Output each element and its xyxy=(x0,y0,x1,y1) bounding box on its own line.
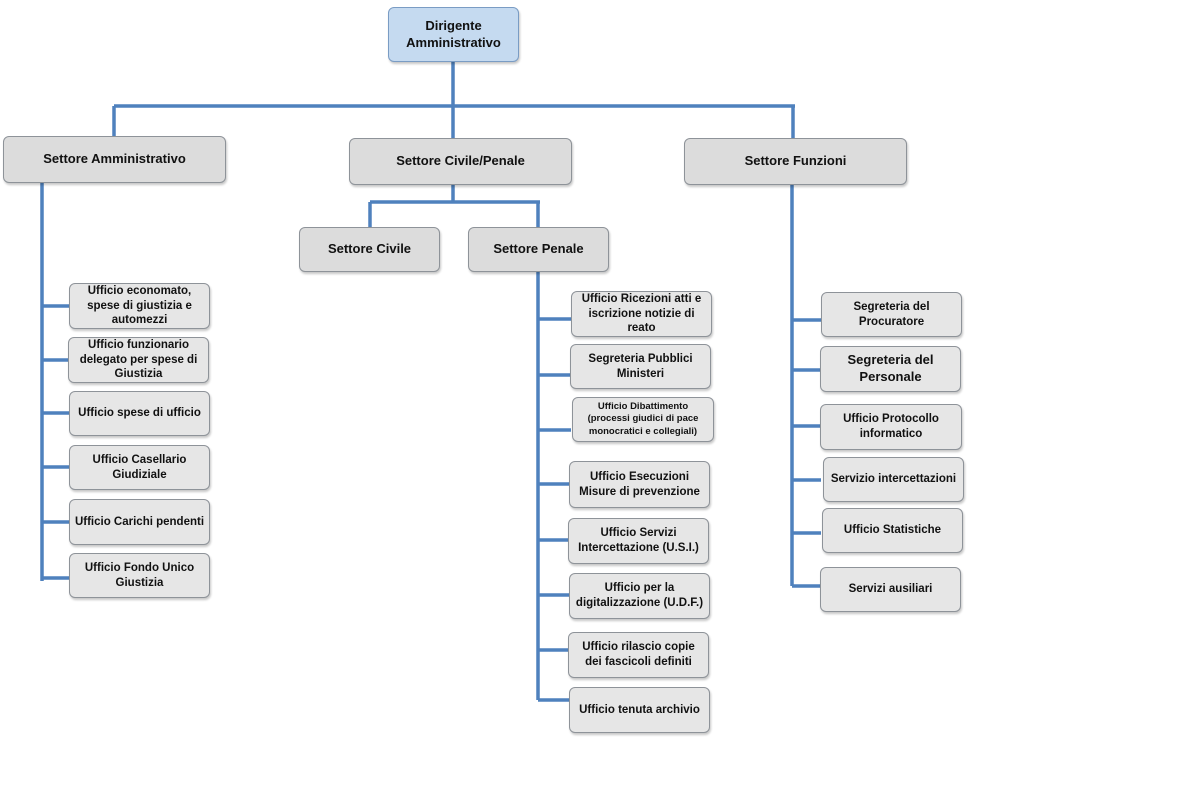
unit-label: Segreteria del Personale xyxy=(847,352,934,384)
unit-box: Ufficio spese di ufficio xyxy=(69,391,210,436)
unit-label: Ufficio Statistiche xyxy=(843,524,942,537)
unit-label: Ufficio Servizi Intercettazione (U.S.I.) xyxy=(578,527,699,554)
unit-box: Ufficio Servizi Intercettazione (U.S.I.) xyxy=(568,518,709,564)
unit-label: Ufficio Casellario Giudiziale xyxy=(92,453,187,481)
settore-civile-label: Settore Civile xyxy=(327,241,412,257)
unit-box: Ufficio per la digitalizzazione (U.D.F.) xyxy=(569,573,710,619)
settore-civile-penale-label: Settore Civile/Penale xyxy=(396,153,525,169)
settore-funzioni-box: Settore Funzioni xyxy=(684,138,907,185)
unit-label: Ufficio Ricezioni atti e iscrizione noti… xyxy=(581,292,702,335)
unit-label: Ufficio Fondo Unico Giustizia xyxy=(84,561,195,589)
unit-box: Ufficio Casellario Giudiziale xyxy=(69,445,210,490)
unit-box: Ufficio economato, spese di giustizia e … xyxy=(69,283,210,329)
unit-box: Ufficio Dibattimento (processi giudici d… xyxy=(572,397,714,442)
settore-amministrativo-box: Settore Amministrativo xyxy=(3,136,226,183)
unit-box: Ufficio Ricezioni atti e iscrizione noti… xyxy=(571,291,712,337)
unit-box: Segreteria del Procuratore xyxy=(821,292,962,337)
dirigente-amministrativo-box: Dirigente Amministrativo xyxy=(388,7,519,62)
unit-box: Ufficio Statistiche xyxy=(822,508,963,553)
unit-label: Ufficio per la digitalizzazione (U.D.F.) xyxy=(575,582,704,609)
unit-label: Ufficio Dibattimento (processi giudici d… xyxy=(587,400,699,437)
unit-box: Servizi ausiliari xyxy=(820,567,961,612)
unit-box: Ufficio Fondo Unico Giustizia xyxy=(69,553,210,598)
unit-box: Ufficio Esecuzioni Misure di prevenzione xyxy=(569,461,710,508)
unit-label: Ufficio economato, spese di giustizia e … xyxy=(87,284,192,327)
settore-amministrativo-label: Settore Amministrativo xyxy=(43,151,186,167)
unit-label: Ufficio funzionario delegato per spese d… xyxy=(79,338,198,381)
settore-penale-label: Settore Penale xyxy=(493,241,584,257)
unit-label: Segreteria Pubblici Ministeri xyxy=(588,352,693,380)
unit-box: Segreteria Pubblici Ministeri xyxy=(570,344,711,389)
dirigente-amministrativo-label: Dirigente Amministrativo xyxy=(406,17,501,50)
unit-label: Servizi ausiliari xyxy=(848,583,933,596)
unit-box: Segreteria del Personale xyxy=(820,346,961,392)
unit-box: Ufficio Protocollo informatico xyxy=(820,404,962,450)
unit-label: Ufficio Esecuzioni Misure di prevenzione xyxy=(579,470,700,498)
unit-label: Servizio intercettazioni xyxy=(830,473,957,486)
unit-label: Ufficio Carichi pendenti xyxy=(74,515,205,528)
unit-box: Servizio intercettazioni xyxy=(823,457,964,502)
unit-label: Ufficio Protocollo informatico xyxy=(843,413,939,440)
unit-box: Ufficio rilascio copie dei fascicoli def… xyxy=(568,632,709,678)
settore-penale-box: Settore Penale xyxy=(468,227,609,272)
unit-box: Ufficio tenuta archivio xyxy=(569,687,710,733)
unit-box: Ufficio Carichi pendenti xyxy=(69,499,210,545)
settore-civile-box: Settore Civile xyxy=(299,227,440,272)
unit-label: Ufficio spese di ufficio xyxy=(78,407,201,420)
unit-box: Ufficio funzionario delegato per spese d… xyxy=(68,337,209,383)
settore-civile-penale-box: Settore Civile/Penale xyxy=(349,138,572,185)
unit-label: Segreteria del Procuratore xyxy=(853,300,930,328)
settore-funzioni-label: Settore Funzioni xyxy=(744,153,847,169)
unit-label: Ufficio tenuta archivio xyxy=(579,703,700,716)
unit-label: Ufficio rilascio copie dei fascicoli def… xyxy=(582,641,695,668)
